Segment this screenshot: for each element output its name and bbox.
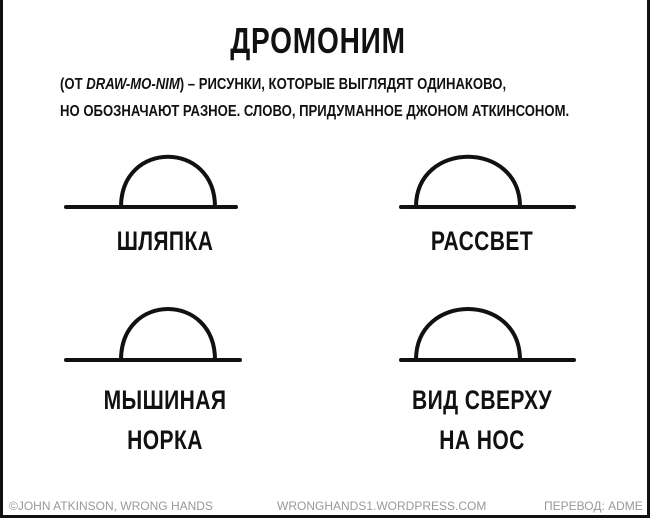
dome-drawing-4 — [399, 307, 576, 362]
footer-site: WRONGHANDS1.WORDPRESS.COM — [277, 499, 487, 513]
intro-term: DRAW-MO-NIM — [86, 76, 180, 93]
dome-drawing-3 — [64, 307, 242, 362]
comic-title: ДРОМОНИМ — [230, 20, 406, 61]
panel-label-mouse-hole-1: МЫШИНАЯ — [103, 385, 227, 415]
dome-drawing-1 — [64, 154, 238, 209]
panel-label-nose-2: НА НОС — [439, 425, 525, 455]
footer-copyright: ©JOHN ATKINSON, WRONG HANDS — [9, 499, 213, 513]
footer-translation: ПЕРЕВОД: ADME — [544, 499, 643, 513]
panel-label-sunrise: РАССВЕТ — [430, 226, 534, 256]
intro-rest: ) – РИСУНКИ, КОТОРЫЕ ВЫГЛЯДЯТ ОДИНАКОВО, — [179, 76, 507, 93]
intro-line-2: НО ОБОЗНАЧАЮТ РАЗНОЕ. СЛОВО, ПРИДУМАННОЕ… — [60, 103, 570, 120]
panel-label-hat: ШЛЯПКА — [116, 226, 214, 256]
intro-line-1: (ОТ DRAW-MO-NIM) – РИСУНКИ, КОТОРЫЕ ВЫГЛ… — [60, 76, 506, 94]
panel-label-mouse-hole-2: НОРКА — [127, 425, 203, 455]
dome-drawing-2 — [399, 154, 576, 209]
intro-open: (ОТ — [60, 76, 87, 93]
panel-label-nose-1: ВИД СВЕРХУ — [412, 385, 552, 415]
